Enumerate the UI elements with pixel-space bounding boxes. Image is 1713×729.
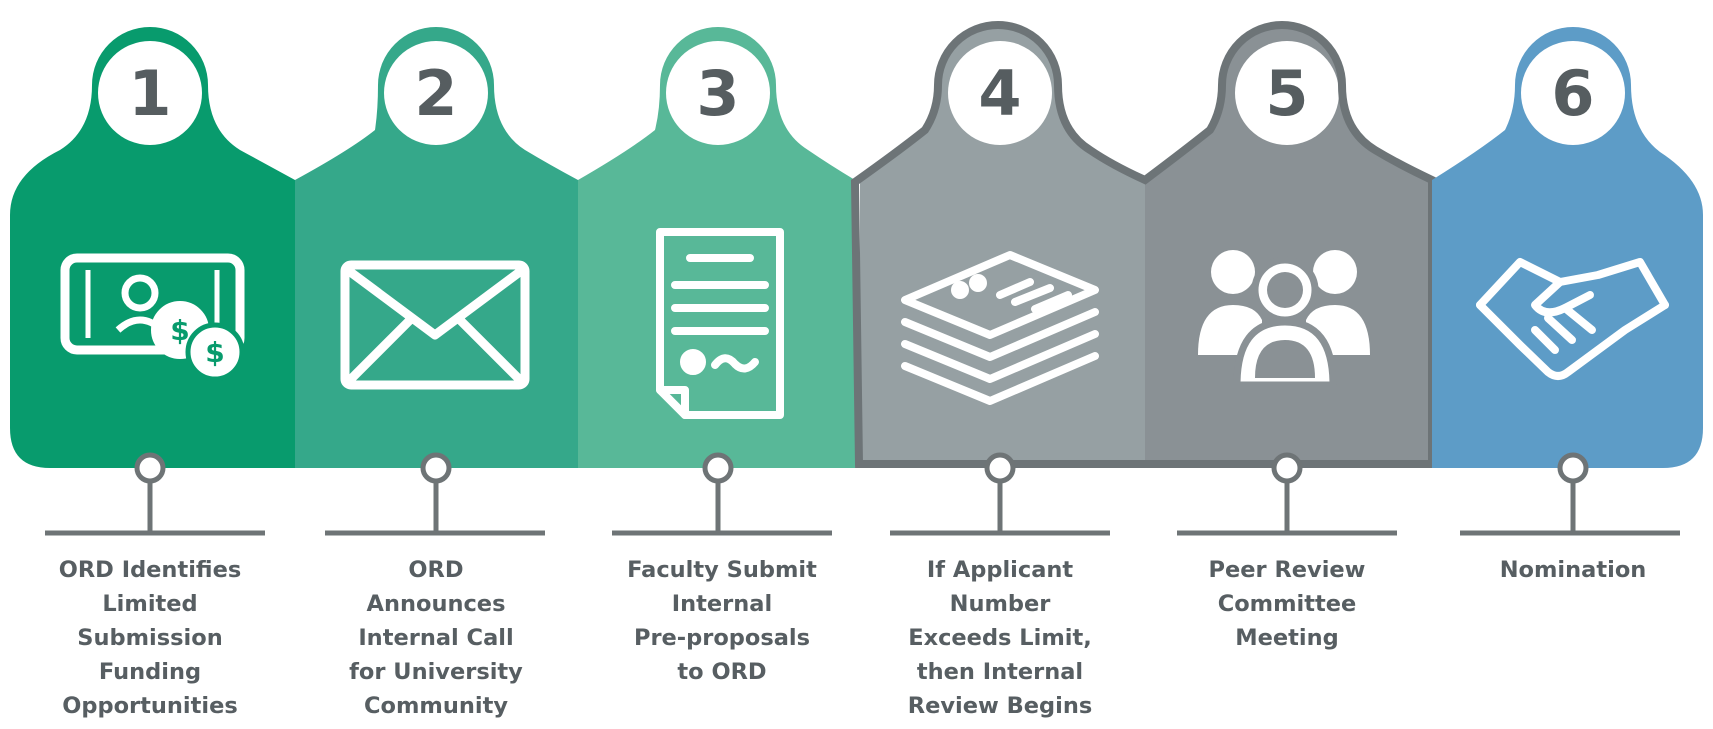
step-1-number-badge — [98, 41, 202, 145]
step-3-number-badge — [666, 41, 770, 145]
connector-2-node — [420, 452, 452, 484]
step-5-number-badge — [1235, 41, 1339, 145]
connector-5 — [1177, 452, 1397, 536]
connector-4 — [890, 452, 1110, 536]
connector-2 — [325, 452, 545, 536]
connector-1-node — [134, 452, 166, 484]
step-3-tab — [578, 27, 855, 468]
step-6-tab — [1432, 27, 1703, 468]
step-1: 1 $ $ — [10, 27, 295, 468]
connector-3-node — [702, 452, 734, 484]
step-5: 5 — [1145, 25, 1432, 462]
step-6: 6 — [1432, 27, 1703, 468]
connectors — [45, 452, 1680, 536]
connector-4-node — [984, 452, 1016, 484]
step-3: 3 — [578, 27, 855, 468]
stack-of-papers-icon — [901, 251, 1099, 405]
money-icon: $ $ — [60, 253, 245, 382]
step-4: 4 — [855, 25, 1145, 462]
connector-6-node — [1557, 452, 1589, 484]
connector-5-node — [1271, 452, 1303, 484]
step-5-number: 5 — [1265, 57, 1308, 130]
step-6-number: 6 — [1551, 57, 1594, 130]
document-icon — [656, 228, 784, 419]
step-4-number: 4 — [978, 57, 1021, 130]
step-3-number: 3 — [696, 57, 739, 130]
connector-6 — [1460, 452, 1680, 536]
step-2: 2 — [295, 27, 578, 468]
people-group-icon — [1198, 250, 1370, 389]
envelope-icon — [340, 260, 530, 390]
step-1-number: 1 — [128, 57, 171, 130]
step-4-number-badge — [948, 41, 1052, 145]
svg-text:$: $ — [170, 314, 189, 347]
step-2-tab — [295, 27, 578, 468]
connector-1 — [45, 452, 265, 536]
step-6-number-badge — [1521, 41, 1625, 145]
step-2-number-badge — [384, 41, 488, 145]
step-2-number: 2 — [414, 57, 457, 130]
svg-text:$: $ — [205, 336, 224, 369]
connector-3 — [612, 452, 832, 536]
review-group-outline — [850, 21, 1436, 468]
handshake-icon — [1476, 258, 1669, 380]
